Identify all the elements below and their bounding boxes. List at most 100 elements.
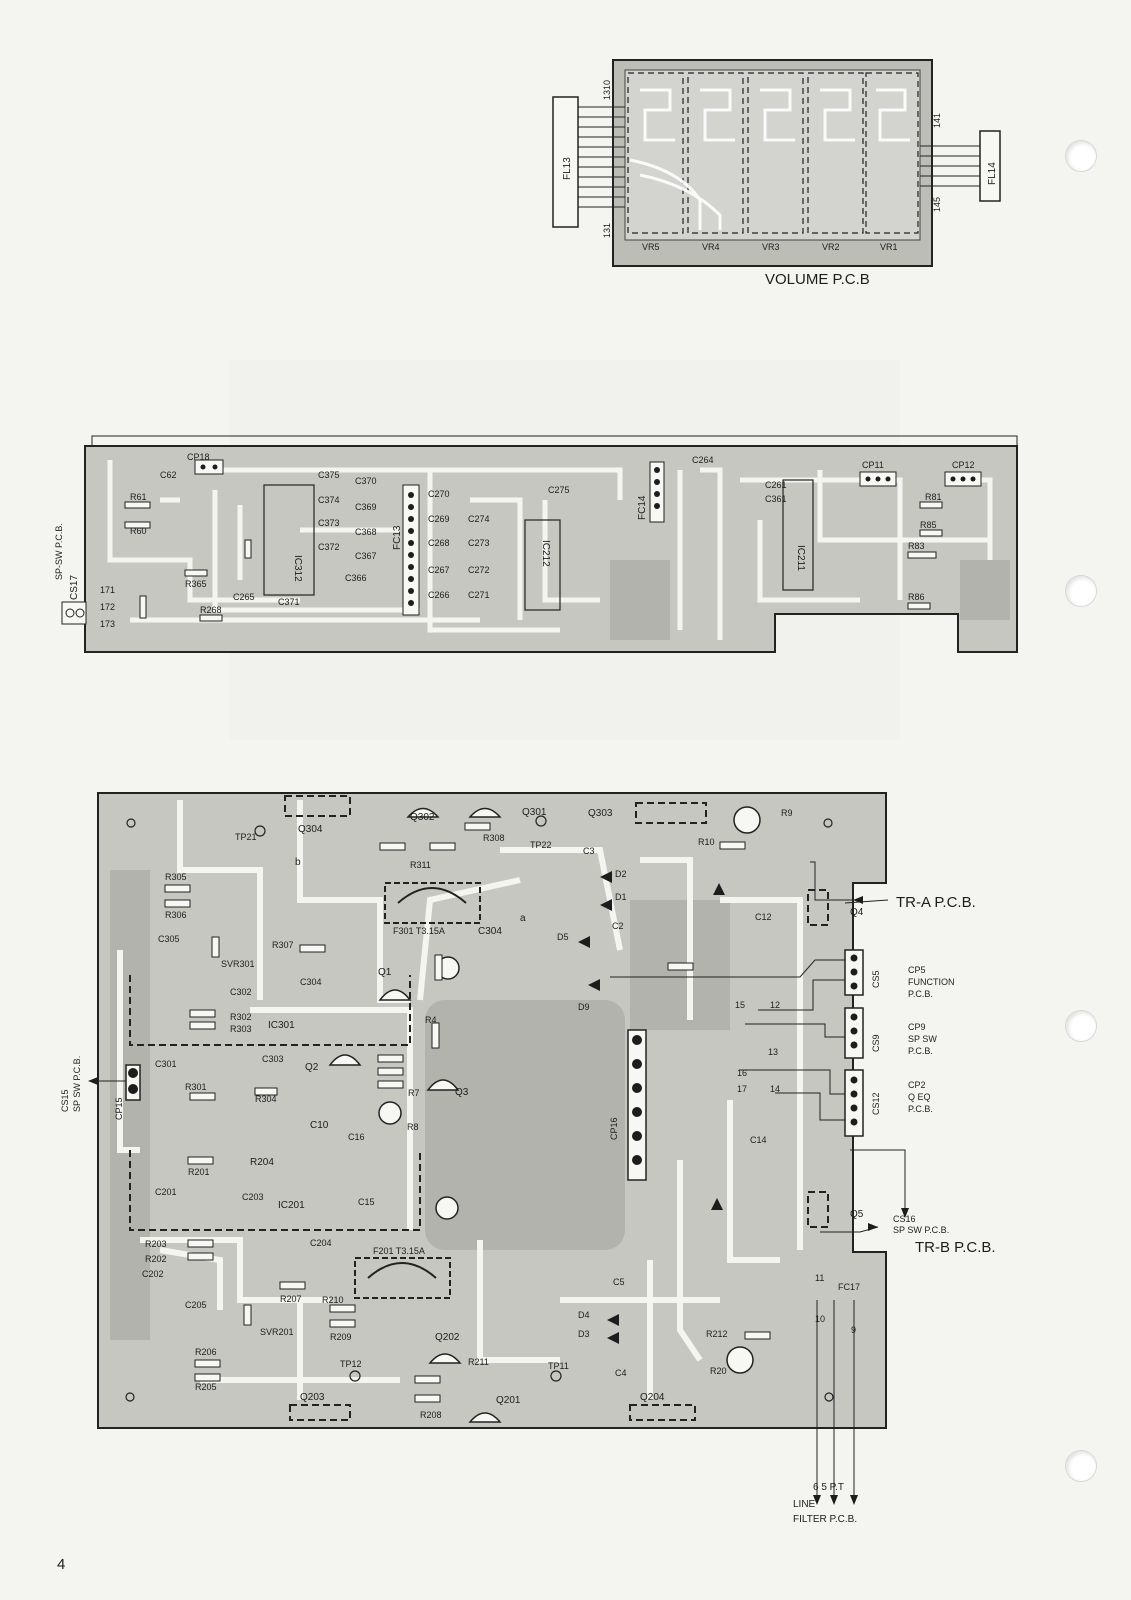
trb-label: TR-B P.C.B. (915, 1239, 996, 1256)
cap-label: C203 (242, 1192, 264, 1202)
q5-label: Q5 (850, 1209, 864, 1220)
res-label: R9 (781, 808, 793, 818)
line-label: LINE (793, 1499, 816, 1510)
cap-label: C369 (355, 502, 377, 512)
fc14-label: FC14 (637, 495, 648, 520)
res-label: R203 (145, 1239, 167, 1249)
fc17-label: FC17 (838, 1282, 860, 1292)
q304-label: Q304 (298, 824, 323, 835)
diode-label: D5 (557, 932, 569, 942)
res-label: R7 (408, 1088, 420, 1098)
cap-label: C301 (155, 1059, 177, 1069)
cp9-sub: P.C.B. (908, 1046, 933, 1056)
cp5-sub: P.C.B. (908, 989, 933, 999)
cap-label: C204 (310, 1238, 332, 1248)
q4-label: Q4 (850, 907, 864, 918)
cap-label: C374 (318, 495, 340, 505)
pin-label: 13 (768, 1047, 778, 1057)
cs17-label: CS17 (69, 575, 80, 600)
binder-hole (1065, 575, 1097, 607)
pot-label: VR4 (702, 242, 720, 252)
res-label: R20 (710, 1366, 727, 1376)
res-label: R10 (698, 837, 715, 847)
cap-label: C361 (765, 494, 787, 504)
sp-sw-label: SP-SW P.C.B. (54, 523, 64, 580)
cp9-sub: SP SW (908, 1034, 937, 1044)
svr-label: SVR201 (260, 1327, 294, 1337)
res-label: R86 (908, 592, 925, 602)
cs15-label: CS15 (60, 1089, 70, 1112)
cs12-label: CS12 (871, 1092, 881, 1115)
cap-label: C303 (262, 1054, 284, 1064)
res-label: R206 (195, 1347, 217, 1357)
res-label: R303 (230, 1024, 252, 1034)
ic211-label: IC211 (795, 545, 806, 571)
res-label: R208 (420, 1410, 442, 1420)
q3-label: Q3 (455, 1087, 469, 1098)
cap-label: C265 (233, 592, 255, 602)
middle-pcb: IC312 IC212 IC211 FC13 FC14 CP18 CP11 CP… (54, 435, 1018, 653)
cp16-label: CP16 (609, 1117, 619, 1140)
diode-label: D3 (578, 1329, 590, 1339)
cap-label: C62 (160, 470, 177, 480)
cp5-sub: FUNCTION (908, 977, 955, 987)
pot-label: VR3 (762, 242, 780, 252)
pin-label: 141 (932, 113, 942, 128)
pin-label: 172 (100, 602, 115, 612)
tp21-label: TP21 (235, 832, 257, 842)
cap-label: C302 (230, 987, 252, 997)
cap-label: C304 (300, 977, 322, 987)
res-label: R311 (410, 860, 431, 870)
pot-label: VR1 (880, 242, 898, 252)
cap-label: C373 (318, 518, 340, 528)
cap-label: C269 (428, 514, 450, 524)
cap-label: C370 (355, 476, 377, 486)
res-label: R83 (908, 541, 925, 551)
cap-label: C273 (468, 538, 490, 548)
pin-label: 16 (737, 1068, 747, 1078)
pin-label: 10 (815, 1314, 825, 1324)
res-label: R205 (195, 1382, 217, 1392)
cp12-label: CP12 (952, 460, 975, 470)
res-label: R308 (483, 833, 505, 843)
q204-label: Q204 (640, 1392, 665, 1403)
cap-label: C201 (155, 1187, 177, 1197)
cap-label: C264 (692, 455, 714, 465)
volume-pcb-title: VOLUME P.C.B (765, 271, 870, 288)
f301-label: F301 T3.15A (393, 926, 445, 936)
res-label: R4 (425, 1015, 437, 1025)
res-label: R209 (330, 1332, 352, 1342)
ic212-label: IC212 (540, 540, 551, 567)
pin-label: 173 (100, 619, 115, 629)
cap-label: C304 (478, 926, 502, 937)
cap-label: C5 (613, 1277, 625, 1287)
q201-label: Q201 (496, 1395, 521, 1406)
cap-label: C3 (583, 846, 595, 856)
cp11-label: CP11 (862, 460, 884, 470)
line-sub: FILTER P.C.B. (793, 1514, 857, 1525)
res-label: R306 (165, 910, 187, 920)
cap-label: C10 (310, 1120, 329, 1131)
q301-label: Q301 (522, 807, 547, 818)
res-label: R365 (185, 579, 207, 589)
diode-label: D9 (578, 1002, 590, 1012)
cap-label: C266 (428, 590, 450, 600)
res-label: R202 (145, 1254, 167, 1264)
cap-label: C272 (468, 565, 490, 575)
res-label: R60 (130, 526, 147, 536)
ic312-label: IC312 (292, 555, 303, 582)
cap-label: C372 (318, 542, 340, 552)
pin-label: 131 (602, 223, 612, 238)
cap-label: C2 (612, 921, 624, 931)
pin-label: 15 (735, 1000, 745, 1010)
point-b: b (295, 857, 301, 868)
cs16-label: CS16 (893, 1214, 916, 1224)
binder-hole (1065, 1010, 1097, 1042)
f201-label: F201 T3.15A (373, 1246, 425, 1256)
cs9-label: CS9 (871, 1034, 881, 1052)
res-label: R305 (165, 872, 187, 882)
fc13-label: FC13 (392, 525, 403, 550)
cp2-sub: P.C.B. (908, 1104, 933, 1114)
pin-label: 145 (932, 197, 942, 212)
